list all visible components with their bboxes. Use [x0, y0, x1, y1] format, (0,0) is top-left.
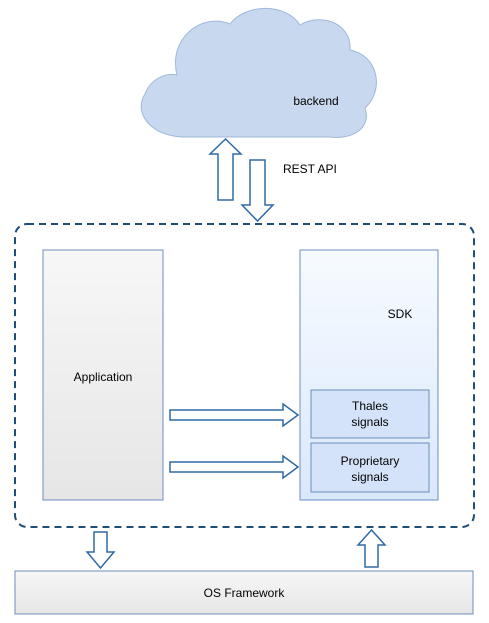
- proprietary-signals-line2: signals: [351, 470, 388, 484]
- right-arrow-icon: [169, 454, 300, 480]
- application-label: Application: [74, 370, 133, 384]
- framework-arrows: [85, 528, 387, 570]
- os-framework-box: OS Framework: [14, 570, 474, 615]
- os-framework-label: OS Framework: [204, 586, 286, 600]
- thales-signals-box: Thales signals: [310, 389, 430, 439]
- cloud-label: backend: [293, 94, 338, 108]
- backend-cloud: backend: [140, 7, 377, 138]
- device-boundary: [14, 223, 475, 528]
- os-framework-rect: [14, 570, 474, 615]
- rest-api-label: REST API: [283, 162, 337, 176]
- proprietary-signals-box: Proprietary signals: [310, 442, 430, 493]
- application-box: Application: [42, 249, 164, 501]
- down-arrow-icon: [240, 159, 275, 223]
- right-arrow-icon: [169, 402, 300, 428]
- application-rect: [42, 249, 164, 501]
- proprietary-signals-rect: [310, 442, 430, 493]
- up-arrow-icon: [356, 528, 387, 568]
- up-arrow-icon: [208, 137, 243, 201]
- sdk-label: SDK: [388, 307, 413, 321]
- rest-api-arrows: REST API: [208, 137, 337, 223]
- cloud-shape: [140, 7, 377, 138]
- sdk-box: SDK Thales signals Proprietary signals: [299, 249, 439, 501]
- app-to-sdk-arrows: [169, 402, 300, 480]
- thales-signals-line2: signals: [351, 415, 388, 429]
- down-arrow-icon: [85, 531, 116, 570]
- thales-signals-rect: [310, 389, 430, 439]
- proprietary-signals-line1: Proprietary: [341, 454, 400, 468]
- thales-signals-line1: Thales: [352, 399, 388, 413]
